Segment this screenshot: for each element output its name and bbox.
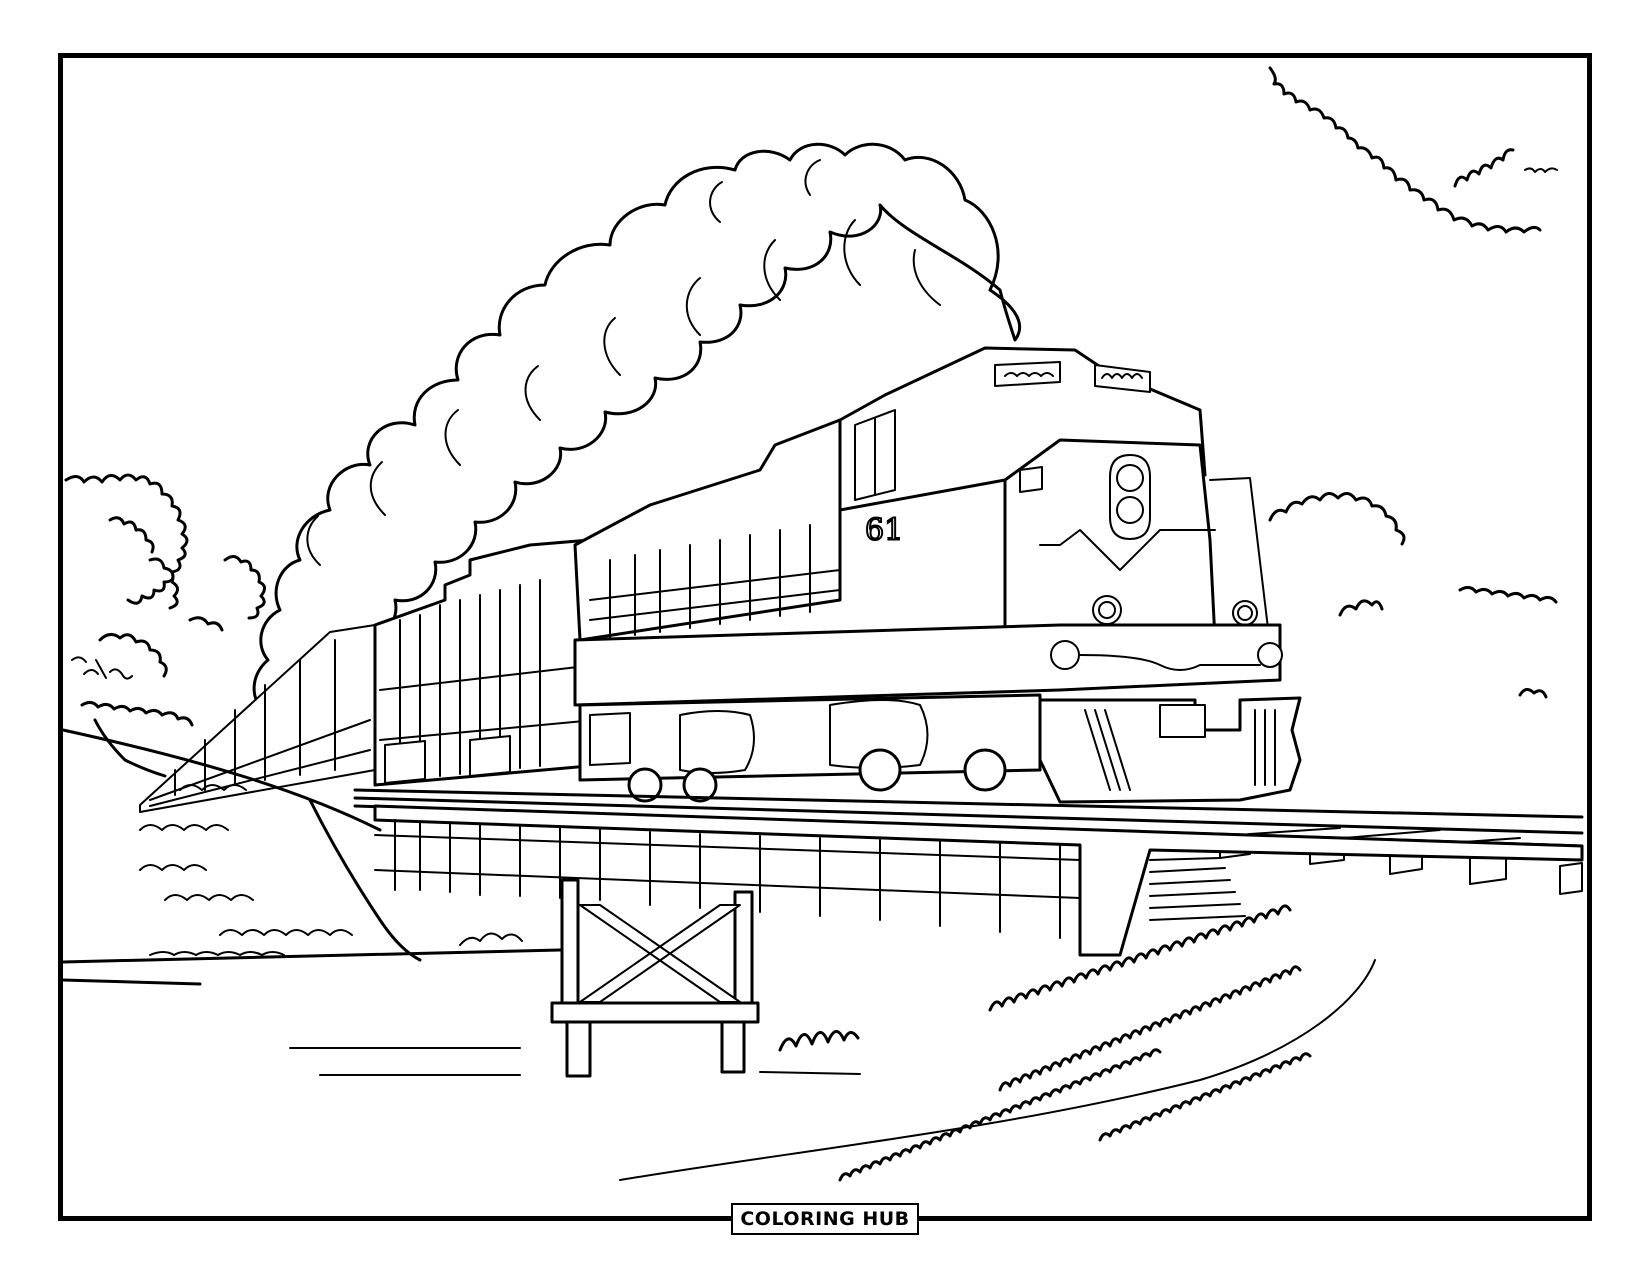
top-right-foliage [1268, 66, 1558, 234]
locomotive: 61 [573, 346, 1302, 804]
trestle-support [550, 878, 760, 1078]
freight-cars [139, 624, 376, 813]
locomotive-side-number: 61 [865, 513, 903, 548]
grassy-hill [61, 728, 1376, 1182]
second-locomotive [373, 538, 602, 787]
river [61, 932, 861, 1076]
coloring-hub-logo: COLORING HUB [731, 1203, 919, 1235]
right-bushes [1268, 492, 1558, 699]
logo-text: COLORING HUB [740, 1207, 910, 1230]
trestle-bridge [373, 804, 1584, 957]
left-trees [64, 473, 266, 778]
